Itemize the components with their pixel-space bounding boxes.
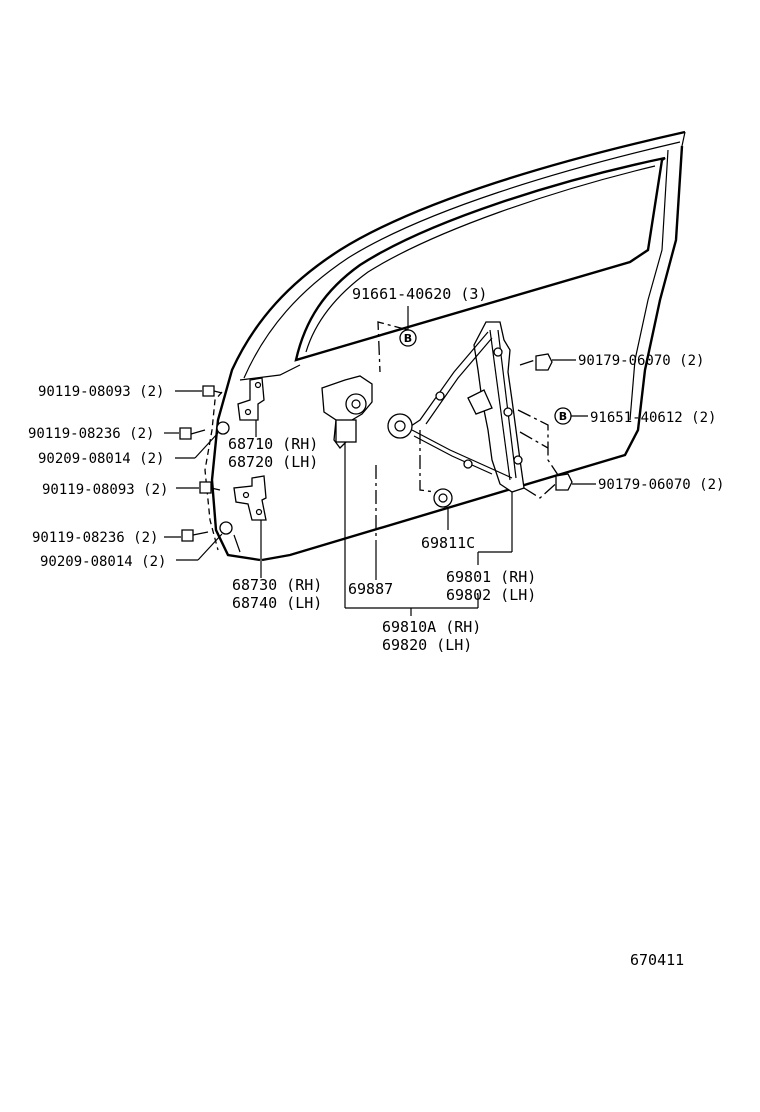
dash-lines bbox=[204, 321, 561, 551]
label-69887: 69887 bbox=[348, 580, 393, 598]
label-68710: 68710 (RH) bbox=[228, 435, 318, 453]
marker-b-upper: B bbox=[399, 306, 417, 347]
lower-hinge bbox=[233, 475, 267, 578]
label-90209-08014-upper: 90209-08014 (2) bbox=[38, 451, 164, 467]
marker-b-right-text: B bbox=[559, 410, 567, 423]
label-90119-08236-lower: 90119-08236 (2) bbox=[32, 530, 158, 546]
label-69802: 69802 (LH) bbox=[446, 586, 536, 604]
label-91661-40620: 91661-40620 (3) bbox=[352, 285, 487, 303]
label-68730: 68730 (RH) bbox=[232, 576, 322, 594]
label-68740: 68740 (LH) bbox=[232, 594, 322, 612]
window-motor bbox=[321, 375, 373, 455]
label-90179-06070-upper: 90179-06070 (2) bbox=[578, 353, 704, 369]
fasteners bbox=[164, 353, 596, 561]
label-90119-08093-upper: 90119-08093 (2) bbox=[38, 384, 164, 400]
diagram-id: 670411 bbox=[630, 951, 684, 969]
label-90119-08236-upper: 90119-08236 (2) bbox=[28, 426, 154, 442]
upper-hinge bbox=[237, 377, 265, 437]
label-90179-06070-lower: 90179-06070 (2) bbox=[598, 477, 724, 493]
part-69811c-shape bbox=[433, 488, 453, 525]
part-labels: 91661-40620 (3) 90119-08093 (2) 90119-08… bbox=[28, 285, 724, 969]
label-69801: 69801 (RH) bbox=[446, 568, 536, 586]
door-outline bbox=[210, 130, 686, 562]
label-68720: 68720 (LH) bbox=[228, 453, 318, 471]
label-90119-08093-lower: 90119-08093 (2) bbox=[42, 482, 168, 498]
marker-b-upper-text: B bbox=[404, 332, 412, 345]
leader-lines bbox=[233, 455, 513, 616]
label-69811c: 69811C bbox=[421, 534, 475, 552]
label-91651-40612: 91651-40612 (2) bbox=[590, 410, 716, 426]
marker-b-right: B bbox=[554, 407, 588, 425]
label-90209-08014-lower: 90209-08014 (2) bbox=[40, 554, 166, 570]
label-69820: 69820 (LH) bbox=[382, 636, 472, 654]
label-69810a: 69810A (RH) bbox=[382, 618, 481, 636]
window-regulator bbox=[387, 321, 525, 493]
